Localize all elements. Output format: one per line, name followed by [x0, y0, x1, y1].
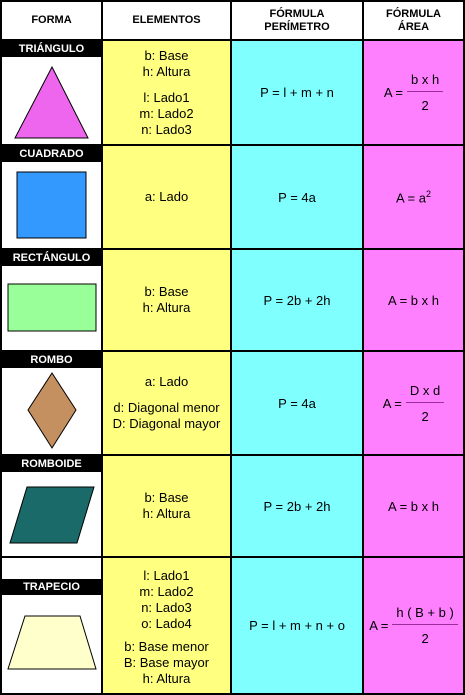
- shape-cell-triangulo: TRIÁNGULO: [2, 41, 101, 144]
- shape-cell-trapecio: TRAPECIO: [2, 558, 101, 693]
- fraction-bar: [405, 401, 445, 403]
- element-item: h: Altura: [142, 671, 191, 686]
- shape-name-romboide: ROMBOIDE: [2, 456, 101, 472]
- fraction-denominator: 2: [421, 408, 429, 424]
- shape-cell-rombo: ROMBO: [2, 352, 101, 454]
- square-shape: [16, 171, 87, 239]
- perimeter-formula: P = 4a: [278, 395, 316, 411]
- fraction-bar: [406, 91, 444, 92]
- area-trapecio: A = h ( B + b ) 2: [364, 558, 463, 693]
- element-item: n: Lado3: [141, 121, 192, 137]
- element-item: n: Lado3: [141, 600, 192, 615]
- element-item: d: Diagonal menor: [113, 400, 220, 415]
- perimeter-rombo: P = 4a: [232, 352, 362, 454]
- trapezoid-shape: [7, 615, 97, 670]
- elements-triangulo: b: Base h: Altura l: Lado1 m: Lado2 n: L…: [103, 41, 230, 144]
- element-item: a: Lado: [144, 189, 189, 204]
- header-elementos-text: ELEMENTOS: [132, 14, 201, 26]
- perimeter-formula: P = 2b + 2h: [263, 498, 331, 514]
- area-prefix: A =: [382, 395, 402, 411]
- perimeter-formula: P = l + m + n: [260, 85, 334, 100]
- element-item: h: Altura: [142, 300, 191, 315]
- rhombus-shape: [27, 372, 77, 449]
- fraction: h ( B + b ) 2: [392, 605, 458, 646]
- element-item: D: Diagonal mayor: [112, 416, 221, 431]
- fraction-denominator: 2: [421, 98, 429, 113]
- area-formula: A = a2: [396, 189, 431, 205]
- area-rombo: A = D x d 2: [364, 352, 463, 454]
- element-item: o: Lado4: [141, 616, 192, 631]
- area-prefix: A =: [369, 618, 389, 633]
- area-formula: A = b x h: [388, 292, 439, 308]
- area-rectangulo: A = b x h: [364, 250, 463, 350]
- perimeter-cuadrado: P = 4a: [232, 146, 362, 248]
- element-item: b: Base: [144, 490, 189, 505]
- area-formula: A = b x h 2: [383, 72, 444, 113]
- elements-romboide: b: Base h: Altura: [103, 456, 230, 556]
- shape-name-rombo: ROMBO: [2, 352, 101, 368]
- shape-name-rectangulo: RECTÁNGULO: [2, 250, 101, 266]
- shape-name-cuadrado: CUADRADO: [2, 146, 101, 162]
- triangle-shape: [14, 65, 89, 139]
- header-elementos: ELEMENTOS: [103, 2, 230, 39]
- element-item: b: Base: [144, 284, 189, 299]
- fraction: D x d 2: [405, 382, 445, 424]
- header-perimetro-text: FÓRMULA PERÍMETRO: [264, 7, 330, 33]
- rectangle-shape: [7, 283, 97, 332]
- shape-name-trapecio: TRAPECIO: [2, 579, 101, 595]
- element-item: B: Base mayor: [123, 655, 210, 670]
- area-romboide: A = b x h: [364, 456, 463, 556]
- header-forma-text: FORMA: [31, 14, 72, 26]
- area-triangulo: A = b x h 2: [364, 41, 463, 144]
- element-item: l: Lado1: [143, 89, 190, 105]
- shape-area-cuadrado: [2, 162, 101, 248]
- perimeter-romboide: P = 2b + 2h: [232, 456, 362, 556]
- elements-cuadrado: a: Lado: [103, 146, 230, 248]
- perimeter-trapecio: P = l + m + n + o: [232, 558, 362, 693]
- perimeter-formula: P = l + m + n + o: [249, 618, 345, 633]
- fraction-numerator: b x h: [410, 72, 440, 87]
- elements-trapecio: l: Lado1 m: Lado2 n: Lado3 o: Lado4 b: B…: [103, 558, 230, 693]
- area-prefix: A =: [383, 85, 403, 100]
- area-exponent: 2: [425, 188, 431, 199]
- elements-rombo: a: Lado d: Diagonal menor D: Diagonal ma…: [103, 352, 230, 454]
- rhomboid-shape: [9, 486, 95, 544]
- fraction-bar: [392, 624, 458, 625]
- fraction: b x h 2: [406, 72, 444, 113]
- header-area-text: FÓRMULA ÁREA: [386, 7, 441, 33]
- element-item: m: Lado2: [139, 105, 194, 121]
- element-item: b: Base menor: [124, 639, 209, 654]
- element-item: b: Base: [144, 47, 189, 63]
- area-formula: A = h ( B + b ) 2: [369, 605, 458, 646]
- header-area: FÓRMULA ÁREA: [364, 2, 463, 39]
- shape-area-triangulo: [2, 57, 101, 144]
- shape-cell-rectangulo: RECTÁNGULO: [2, 250, 101, 350]
- element-item: h: Altura: [142, 506, 191, 521]
- area-formula: A = b x h: [388, 498, 439, 514]
- perimeter-formula: P = 4a: [278, 189, 316, 205]
- shape-name-triangulo: TRIÁNGULO: [2, 41, 101, 57]
- shape-cell-romboide: ROMBOIDE: [2, 456, 101, 556]
- area-formula: A = D x d 2: [383, 383, 445, 424]
- shape-cell-cuadrado: CUADRADO: [2, 146, 101, 248]
- perimeter-rectangulo: P = 2b + 2h: [232, 250, 362, 350]
- header-perimetro: FÓRMULA PERÍMETRO: [232, 2, 362, 39]
- perimeter-formula: P = 2b + 2h: [263, 292, 331, 308]
- shape-area-rombo: [2, 368, 101, 454]
- area-base: A = a: [395, 190, 426, 206]
- fraction-numerator: h ( B + b ): [396, 605, 454, 620]
- element-item: l: Lado1: [143, 568, 190, 583]
- fraction-numerator: D x d: [409, 382, 441, 398]
- element-item: m: Lado2: [139, 584, 194, 599]
- shape-area-rectangulo: [2, 266, 101, 350]
- fraction-denominator: 2: [421, 631, 429, 646]
- elements-rectangulo: b: Base h: Altura: [103, 250, 230, 350]
- element-item: a: Lado: [144, 374, 189, 389]
- perimeter-triangulo: P = l + m + n: [232, 41, 362, 144]
- element-item: h: Altura: [142, 63, 191, 79]
- header-forma: FORMA: [2, 2, 101, 39]
- area-cuadrado: A = a2: [364, 146, 463, 248]
- shape-area-romboide: [2, 472, 101, 556]
